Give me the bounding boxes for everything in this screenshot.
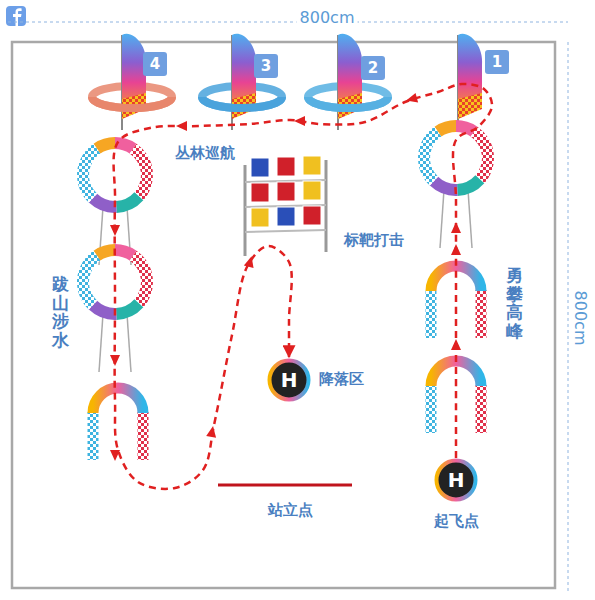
target-square (277, 182, 295, 201)
helipad-mark: H (281, 370, 298, 390)
flag-ring-front (92, 97, 172, 108)
helipad: H起飞点 (434, 458, 478, 502)
target-square (303, 206, 321, 225)
hoop-ring (130, 144, 153, 201)
hoop-ring (471, 127, 494, 184)
callout-number: 3 (254, 54, 278, 78)
arch-leg (426, 290, 437, 338)
obstacle-label: 勇攀高峰 (506, 266, 523, 341)
station-label: 起飞点 (434, 512, 479, 531)
route-arrowhead (110, 450, 120, 461)
helipad-ring (270, 361, 309, 400)
obstacle-label: 标靶打击 (344, 231, 404, 249)
helipad: H降落区 (267, 358, 311, 402)
flag-ring-front (202, 97, 282, 108)
flag-ring-front (308, 97, 388, 108)
arch-leg (426, 385, 437, 433)
arch-leg (476, 385, 487, 433)
hoop-leg (127, 314, 131, 372)
hoop-leg (440, 190, 444, 248)
hoop-ring (457, 175, 484, 196)
target-square (251, 158, 269, 177)
hoop-leg (99, 314, 103, 372)
arch-leg (138, 412, 149, 460)
target-square (303, 156, 321, 175)
arch-top (93, 388, 143, 413)
dimension-label: 800cm (570, 288, 589, 349)
station-label: 降落区 (319, 370, 364, 389)
hoop-ring (130, 251, 153, 308)
flag-check (458, 93, 482, 119)
callout-number: 4 (143, 52, 167, 76)
arch-leg (476, 290, 487, 338)
target-square (277, 207, 295, 226)
flight-route (114, 84, 492, 489)
hoop-ring (77, 251, 100, 310)
hoop-ring (77, 144, 100, 203)
obstacle-label: 跋山涉水 (52, 275, 69, 350)
callout-number: 1 (485, 50, 509, 74)
target-square (251, 208, 269, 227)
hoop-ring (418, 127, 441, 186)
position-label: 站立点 (268, 501, 313, 519)
dimension-label: 800cm (297, 8, 358, 27)
hoop-ring (116, 192, 143, 213)
helipad-ring (437, 461, 476, 500)
obstacle-label: 丛林巡航 (175, 144, 235, 162)
arch-leg (88, 412, 99, 460)
target-square (303, 181, 321, 200)
helipad-mark: H (448, 470, 465, 490)
target-square (251, 183, 269, 202)
callout-number: 2 (361, 56, 385, 80)
hoop-leg (468, 190, 472, 248)
hoop-ring (116, 299, 143, 320)
target-square (277, 157, 295, 176)
